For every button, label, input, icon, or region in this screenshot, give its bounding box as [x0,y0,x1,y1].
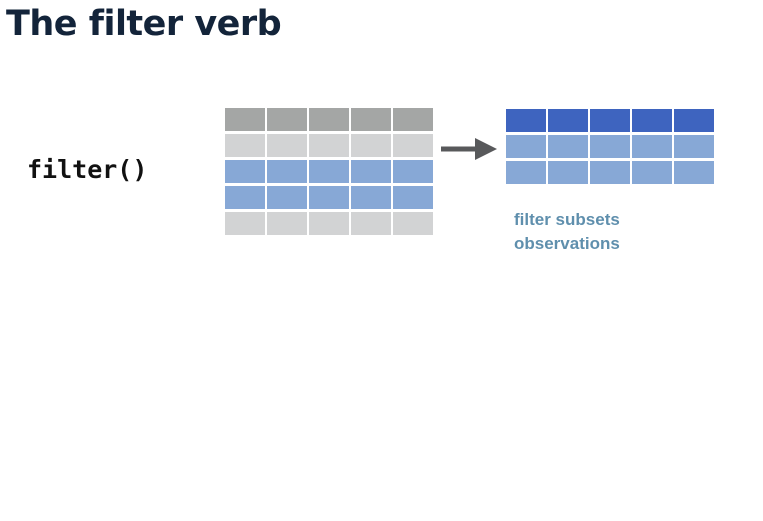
output-selected-cell [674,135,714,158]
input-unselected-cell [351,212,391,235]
caption-line-2: observations [514,234,620,253]
output-selected-cell [506,161,546,184]
output-selected-cell [674,161,714,184]
output-selected-cell [548,135,588,158]
output-header-cell [548,109,588,132]
input-selected-cell [393,186,433,209]
output-selected-cell [548,161,588,184]
output-selected-cell [590,135,630,158]
input-selected-cell [351,186,391,209]
input-unselected-cell [225,134,265,157]
input-unselected-cell [267,212,307,235]
input-selected-cell [393,160,433,183]
input-header-cell [267,108,307,131]
output-selected-cell [632,161,672,184]
output-header-cell [632,109,672,132]
input-selected-cell [267,160,307,183]
output-header-cell [590,109,630,132]
caption-line-1: filter subsets [514,210,620,229]
input-header-cell [351,108,391,131]
output-selected-cell [590,161,630,184]
caption: filter subsets observations [514,208,620,256]
input-selected-cell [351,160,391,183]
input-unselected-cell [267,134,307,157]
input-unselected-cell [393,134,433,157]
input-selected-cell [225,186,265,209]
input-header-cell [225,108,265,131]
input-unselected-cell [351,134,391,157]
right-arrow-icon [441,138,497,160]
input-selected-cell [225,160,265,183]
output-header-cell [506,109,546,132]
input-header-cell [309,108,349,131]
input-unselected-cell [309,212,349,235]
input-selected-cell [267,186,307,209]
function-label: filter() [27,155,148,184]
output-selected-cell [506,135,546,158]
input-header-cell [393,108,433,131]
input-selected-cell [309,160,349,183]
input-selected-cell [309,186,349,209]
output-header-cell [674,109,714,132]
input-unselected-cell [309,134,349,157]
input-unselected-cell [393,212,433,235]
output-selected-cell [632,135,672,158]
input-unselected-cell [225,212,265,235]
input-table [225,108,433,235]
output-table [506,109,714,184]
page-title: The filter verb [6,4,282,44]
